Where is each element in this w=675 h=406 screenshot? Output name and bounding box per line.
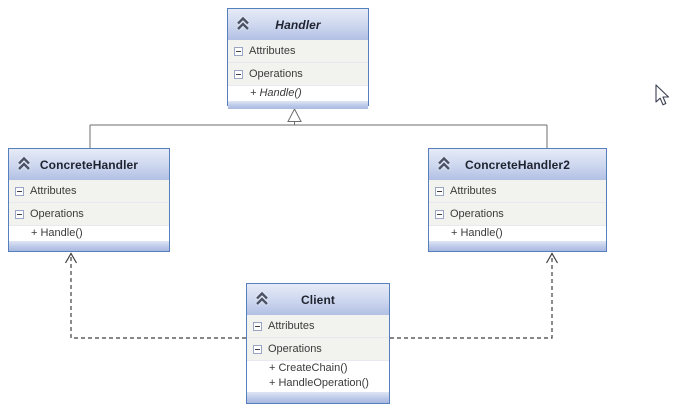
class-box-client[interactable]: Client Attributes Operations + CreateCha… xyxy=(246,283,390,404)
class-title: ConcreteHandler2 xyxy=(465,157,570,172)
class-footer xyxy=(9,240,169,251)
class-box-handler[interactable]: Handler Attributes Operations + Handle() xyxy=(227,8,369,109)
method-item[interactable]: + Handle() xyxy=(429,226,606,240)
hollow-triangle-arrow-icon xyxy=(287,107,302,122)
class-header[interactable]: ConcreteHandler xyxy=(9,149,169,180)
section-label: Operations xyxy=(249,68,303,80)
collapse-minus-icon[interactable] xyxy=(253,344,262,354)
collapse-minus-icon[interactable] xyxy=(435,209,444,219)
operations-section[interactable]: Operations xyxy=(9,203,169,226)
collapse-minus-icon[interactable] xyxy=(15,186,24,196)
collapse-minus-icon[interactable] xyxy=(234,69,243,79)
inheritance-connector xyxy=(89,107,548,148)
section-label: Operations xyxy=(268,343,322,355)
method-item[interactable]: + HandleOperation() xyxy=(247,376,389,391)
open-arrow-icon xyxy=(545,252,559,264)
class-title: Handler xyxy=(275,17,321,32)
class-header[interactable]: Handler xyxy=(228,9,368,40)
attributes-section[interactable]: Attributes xyxy=(247,315,389,338)
collapse-chevron-icon[interactable] xyxy=(235,16,251,32)
section-label: Operations xyxy=(450,208,504,220)
open-arrow-icon xyxy=(64,252,78,264)
method-item[interactable]: + Handle() xyxy=(9,226,169,240)
section-label: Attributes xyxy=(249,45,296,57)
section-label: Attributes xyxy=(30,185,77,197)
method-item[interactable]: + Handle() xyxy=(228,86,368,100)
class-header[interactable]: Client xyxy=(247,284,389,315)
collapse-chevron-icon[interactable] xyxy=(16,156,32,172)
method-item[interactable]: + CreateChain() xyxy=(247,361,389,376)
class-header[interactable]: ConcreteHandler2 xyxy=(429,149,606,180)
attributes-section[interactable]: Attributes xyxy=(228,40,368,63)
collapse-minus-icon[interactable] xyxy=(234,46,243,56)
dependency-connector-right xyxy=(390,252,559,339)
section-label: Attributes xyxy=(268,320,315,332)
class-box-concrete-handler[interactable]: ConcreteHandler Attributes Operations + … xyxy=(8,148,170,252)
attributes-section[interactable]: Attributes xyxy=(429,180,606,203)
section-label: Operations xyxy=(30,208,84,220)
section-label: Attributes xyxy=(450,185,497,197)
class-footer xyxy=(247,391,389,403)
dependency-connector-left xyxy=(64,252,246,339)
operations-section[interactable]: Operations xyxy=(228,63,368,86)
operations-section[interactable]: Operations xyxy=(429,203,606,226)
class-footer xyxy=(429,240,606,251)
operations-section[interactable]: Operations xyxy=(247,338,389,361)
class-box-concrete-handler2[interactable]: ConcreteHandler2 Attributes Operations +… xyxy=(428,148,607,252)
mouse-cursor-icon xyxy=(655,84,670,106)
collapse-minus-icon[interactable] xyxy=(253,321,262,331)
collapse-minus-icon[interactable] xyxy=(435,186,444,196)
class-title: ConcreteHandler xyxy=(39,157,139,172)
class-title: Client xyxy=(301,292,335,307)
collapse-minus-icon[interactable] xyxy=(15,209,24,219)
attributes-section[interactable]: Attributes xyxy=(9,180,169,203)
collapse-chevron-icon[interactable] xyxy=(254,291,270,307)
collapse-chevron-icon[interactable] xyxy=(436,156,452,172)
class-footer xyxy=(228,100,368,109)
